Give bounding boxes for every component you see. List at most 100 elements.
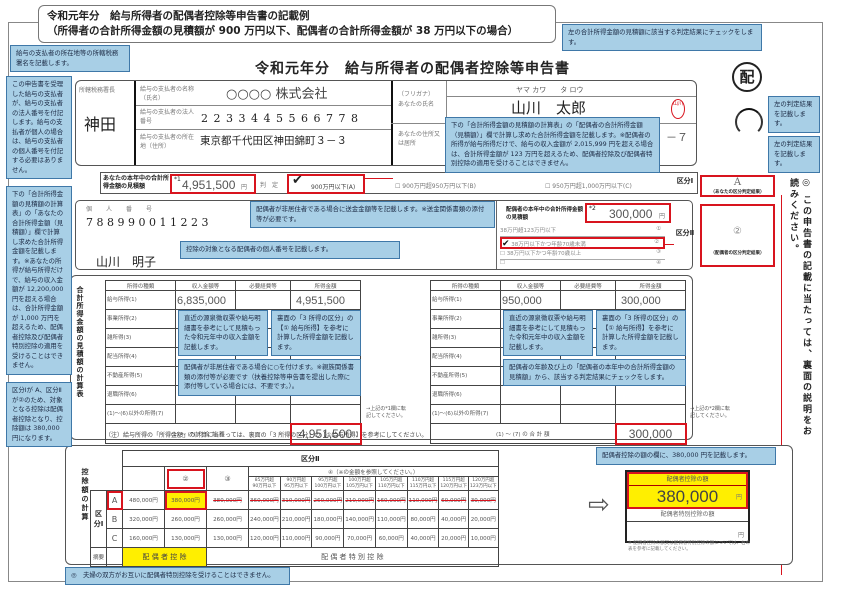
deduction-value: 20,000円 [468, 509, 499, 529]
expense-field[interactable] [560, 385, 616, 405]
kubun2-caption: （配偶者の区分判定結果） [710, 251, 765, 256]
kubun1-value: A [733, 177, 742, 188]
callout-remit: 配偶者が非居住者である場合に送金金額等を記載します。※送金関係書類の添付等が必要… [250, 201, 495, 228]
total-field[interactable]: 4,951,500 [289, 422, 362, 445]
kubun1-box[interactable]: A （あなたの区分判定結果） [700, 175, 775, 197]
callout-corp-number: この申告書を受理した給与の支払者が、給与の支払者の法人番号を付記します。給与の支… [6, 76, 72, 179]
address-value[interactable]: －７ [666, 131, 688, 144]
amount-field[interactable]: 300,000 [615, 290, 686, 310]
mark-1: *1 [174, 176, 181, 183]
callout-spouse-check: 配偶者の年齢及び上の「配偶者の本年中の合計所得金額の見積額」から、該当する判定結… [503, 359, 686, 386]
spouse-deduction-field[interactable]: 配偶者控除の額 380,000 円 [627, 472, 748, 509]
name-value[interactable]: 山川 太郎 [511, 99, 587, 117]
amount-field[interactable]: 4,951,500 [290, 290, 361, 310]
receipt-stamp-icon [735, 108, 763, 136]
income-type: 給与所得(1) [430, 290, 501, 310]
income-type: 配当所得(4) [430, 347, 501, 367]
income-type: 雑所得(3) [430, 328, 501, 348]
callout-tax-office: 給与の支払者の所在地等の所轄税務署名を記載します。 [10, 45, 130, 72]
calc-header: 所得の種類 [105, 280, 176, 291]
option-b[interactable]: ☐ 900万円超950万円以下(B) [395, 183, 476, 190]
spouse-estimate-value: 300,000 [609, 207, 653, 221]
summary-label: 摘要 [89, 547, 108, 567]
special-head: ④（※の金額を参照してください。） [248, 466, 499, 477]
income-field[interactable] [175, 404, 236, 424]
kubun2-box[interactable]: ② （配偶者の区分判定結果） [700, 204, 775, 267]
example-subtitle: （所得者の合計所得金額の見積額が 900 万円以下、配偶者の合計所得金額が 38… [47, 25, 519, 37]
option-num: ① [656, 226, 661, 232]
your-estimate-field[interactable]: *1 4,951,500 円 [170, 174, 256, 194]
amount-field[interactable] [615, 385, 686, 405]
income-field[interactable]: 6,835,000 [175, 290, 236, 310]
deduction-value: 480,000円 [122, 490, 165, 510]
column-head: ③ [206, 466, 249, 491]
column-head: ② [164, 466, 207, 491]
spouse-special-cell: 配 偶 者 特 別 控 除 [206, 547, 499, 567]
spouse-stamp-icon: 配 [732, 62, 762, 92]
callout-kubun1: 左の判定結果を記載します。 [768, 136, 820, 173]
spouse-deduction-cell: 配 偶 者 控 除 [122, 547, 207, 567]
deduction-value: 20,000円 [438, 528, 469, 548]
payer-address-value[interactable]: 東京都千代田区神田錦町３－３ [200, 135, 347, 147]
deduction-result-note: ※ 配偶者控除の額又は配偶者特別控除の額については、右の表を参考に記載してくださ… [628, 541, 750, 552]
option-a[interactable]: ✔ 900万円以下(A) [287, 173, 365, 194]
option-label: 38万円以下かつ年齢70歳未満 [511, 242, 586, 248]
callout-spouse-total: 下の「合計所得金額の見積額の計算表」の「配偶者の合計所得金額（見積額）」欄で計算… [445, 117, 660, 173]
amount-field[interactable] [615, 404, 686, 424]
expense-field[interactable] [560, 404, 616, 424]
kubun2-header: 区分Ⅱ [122, 450, 499, 467]
amount-value: 300,000 [621, 294, 661, 307]
corp-number-value[interactable]: 2 2 3 3 4 4 5 5 6 6 7 7 8 [201, 112, 359, 125]
deduction-value: 180,000円 [311, 509, 345, 529]
payer-name-value[interactable]: ○○○○ 株式会社 [226, 87, 328, 102]
deduction-value: 140,000円 [343, 509, 376, 529]
spouse-special-field[interactable]: 円 [627, 522, 748, 541]
income-field[interactable] [500, 404, 561, 424]
income-field[interactable]: 950,000 [500, 290, 561, 310]
spouse-option-1[interactable]: 38万円超123万円以下 ① [500, 226, 665, 237]
total-field[interactable]: 300,000 [614, 422, 687, 445]
option-label: 38万円超123万円以下 [500, 228, 556, 234]
spouse-mynumber-value[interactable]: 7 8 8 9 9 0 0 1 1 2 2 3 [86, 216, 209, 229]
calc-header: 必要経費等 [235, 280, 291, 291]
payer-address-label: 給与の支払者の所在地（住所） [140, 134, 195, 150]
deduction-value: 70,000円 [343, 528, 376, 548]
option-a-label: 900万円以下(A) [311, 184, 356, 191]
deduction-value: 130,000円 [164, 528, 207, 548]
spouse-option-4[interactable]: ☐ ④ [500, 260, 661, 266]
furigana-value[interactable]: ヤマ カワ タ ロウ [516, 86, 584, 94]
spouse-estimate-label: 配偶者の本年中の合計所得金額の見積額 [506, 207, 584, 221]
expense-field[interactable] [560, 290, 616, 310]
range-head: 90万円超 95万円以下 [279, 476, 313, 491]
name-label: あなたの氏名 [398, 101, 435, 108]
deduction-value: 40,000円 [438, 509, 469, 529]
tax-office-value[interactable]: 神田 [84, 115, 117, 134]
unit: 円 [241, 184, 248, 191]
total-value: 4,951,500 [298, 426, 353, 441]
spouse-mynumber-label: 個 人 番 号 [86, 206, 157, 213]
income-type: 配当所得(4) [105, 347, 176, 367]
expense-field[interactable] [235, 290, 291, 310]
kubun-letter: B [106, 509, 123, 529]
expense-field[interactable] [235, 404, 291, 424]
option-c-label: 950万円超1,000万円以下(C) [552, 183, 632, 190]
calc-row: 退職所得(6) [430, 385, 686, 405]
calc-header: 所得の種類 [430, 280, 501, 291]
deduction-value: 320,000円 [122, 509, 165, 529]
spouse-estimate-field[interactable]: *2 300,000 円 [585, 203, 671, 223]
spouse-name-value[interactable]: 山川 明子 [96, 255, 157, 269]
option-num: ③ [656, 249, 661, 255]
callout-your-total: 下の「合計所得金額の見積額の計算表」の「あなたの合計所得金額（見積額）」欄で計算… [6, 186, 72, 375]
option-c[interactable]: ☐ 950万円超1,000万円以下(C) [545, 183, 632, 190]
range-head: 95万円超 100万円以下 [311, 476, 345, 491]
range-head: 85万円超 90万円以下 [248, 476, 281, 491]
income-field[interactable] [500, 385, 561, 405]
amount-field[interactable] [290, 404, 361, 424]
